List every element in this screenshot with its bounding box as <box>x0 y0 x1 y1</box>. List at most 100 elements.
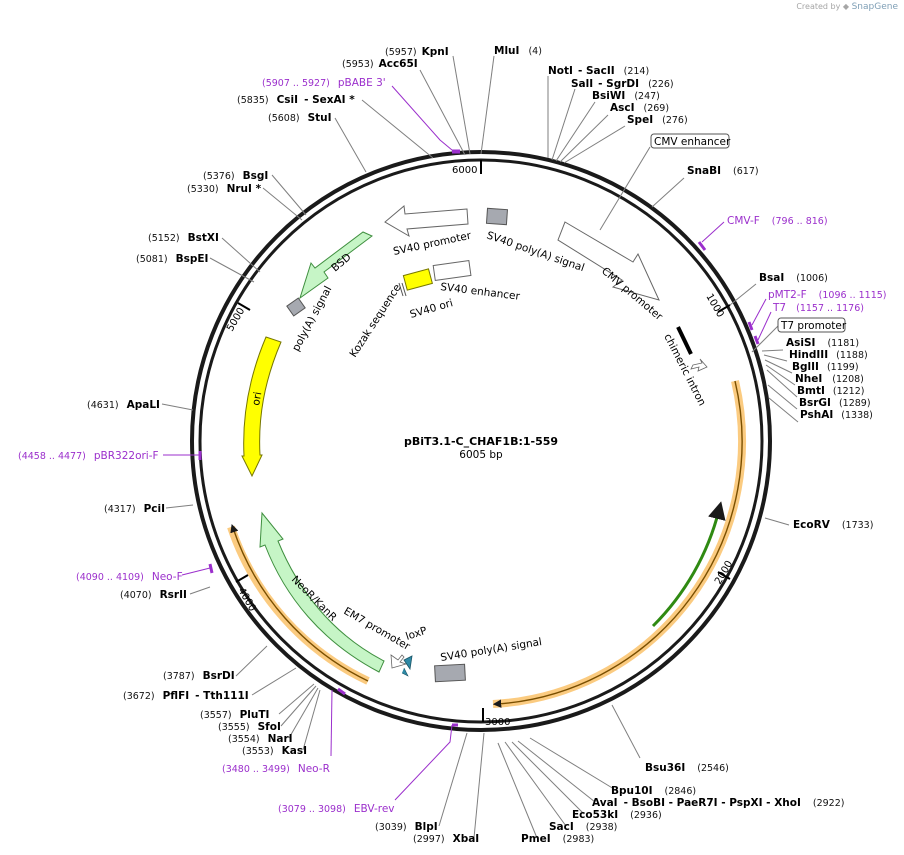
site-label: PmeI(2983) <box>521 833 594 845</box>
site-label: AvaI- BsoBI - PaeR7I - PspXI - XhoI(2922… <box>592 797 844 809</box>
sv40-enhancer-box <box>432 259 472 281</box>
site-leaders <box>161 55 799 839</box>
tick-mark <box>717 571 731 580</box>
site-label: (3554)NarI <box>228 733 293 745</box>
site-label: (5081)BspEI <box>136 253 208 265</box>
site-label: AsiSI(1181) <box>786 337 859 349</box>
tick-mark <box>237 302 251 311</box>
cmv-promoter-arrow <box>557 221 660 301</box>
feature-label-sv40-enhancer: SV40 enhancer <box>440 281 521 303</box>
t7-promoter-arrow <box>690 358 708 372</box>
primer-arrow <box>753 335 760 345</box>
site-label: (3787)BsrDI <box>163 670 235 682</box>
plasmid-name: pBiT3.1-C_CHAF1B:1-559 <box>404 435 558 448</box>
sv40-ori-box <box>402 268 433 291</box>
site-label: SpeI(276) <box>627 114 688 126</box>
site-label: (4317)PciI <box>104 503 165 515</box>
feature-label-sv40-ori: SV40 ori <box>409 297 455 321</box>
kozak-mark <box>401 282 407 297</box>
site-label: (3039)BlpI <box>375 821 438 833</box>
primer-label: pMT2-F(1096 .. 1115) <box>768 289 887 301</box>
snapgene-logo-icon: ◆ <box>842 2 850 11</box>
site-label: (3555)SfoI <box>218 721 281 733</box>
site-label: NotI- SacII(214) <box>548 65 649 77</box>
primer-label: (5907 .. 5927)pBABE 3' <box>262 77 386 89</box>
site-label: BglII(1199) <box>792 361 859 373</box>
site-label: (5953)Acc65I <box>342 58 418 70</box>
site-label: (4070)RsrII <box>120 589 187 601</box>
site-label: Bsu36I(2546) <box>645 762 729 774</box>
sv40-polya-bottom-box <box>434 663 466 683</box>
plasmid-length: 6005 bp <box>459 449 503 461</box>
restriction-sites: (5957)KpnI (5953)Acc65I MluI(4) NotI- Sa… <box>87 45 873 845</box>
site-label: HindIII(1188) <box>789 349 868 361</box>
site-label: Eco53kI(2936) <box>572 809 662 821</box>
primer-arrow <box>697 241 707 251</box>
site-label: BsiWI(247) <box>592 90 660 102</box>
primer-label: CMV-F(796 .. 816) <box>727 215 828 227</box>
feature-label-kozak: Kozak sequence <box>347 282 403 360</box>
tick-mark <box>235 574 249 583</box>
primer-label: (4090 .. 4109)Neo-F <box>76 571 183 583</box>
loxp-arrow <box>403 655 413 671</box>
callout-leader <box>751 325 779 353</box>
tick-label: 3000 <box>485 717 510 728</box>
site-label: (3553)KasI <box>242 745 307 757</box>
primer-label: (3480 .. 3499)Neo-R <box>222 763 330 775</box>
site-label: MluI(4) <box>494 45 542 57</box>
site-label: SacI(2938) <box>549 821 617 833</box>
site-label: BsrGI(1289) <box>799 397 871 409</box>
kozak-mark <box>398 282 404 297</box>
site-label: (5376)BsgI <box>203 170 268 182</box>
primer-leader <box>391 85 460 151</box>
snapgene-name: SnapGene <box>851 2 898 12</box>
primer-label: T7(1157 .. 1176) <box>772 302 864 314</box>
site-label: SnaBI(617) <box>687 165 759 177</box>
site-label: AscI(269) <box>610 102 669 114</box>
site-label: BsaI(1006) <box>759 272 828 284</box>
site-label: BmtI(1212) <box>797 385 864 397</box>
callouts: CMV enhancer T7 promoter <box>599 133 847 353</box>
site-label: PshAI(1338) <box>800 409 873 421</box>
primer-leader <box>757 311 772 341</box>
primer-leader <box>181 567 211 576</box>
feature-label-sv40-promoter: SV40 promoter <box>392 230 473 258</box>
created-by-label: Created by <box>796 2 841 11</box>
insert-arrow <box>651 501 726 628</box>
site-label: (3557)PluTI <box>200 709 269 721</box>
primer-leader <box>751 298 767 326</box>
callout-t7-promoter: T7 promoter <box>780 320 847 332</box>
primer-label: (4458 .. 4477)pBR322ori-F <box>18 450 159 462</box>
chimeric-intron-bar <box>676 326 693 355</box>
site-label: (5330)NruI * <box>187 183 262 195</box>
primer-leader <box>330 689 333 757</box>
polya-signal-box <box>286 297 306 317</box>
site-label: (3672)PflFI- Tth111I <box>123 690 249 702</box>
sv40-promoter-arrow <box>384 205 469 238</box>
tick-mark <box>717 304 731 313</box>
primer-leader <box>394 724 453 801</box>
primers: (5907 .. 5927)pBABE 3' CMV-F(796 .. 816)… <box>18 77 887 815</box>
ori-arrow <box>241 336 282 478</box>
site-label: (2997)XbaI <box>413 833 479 845</box>
em7-promoter-arrow <box>390 654 408 669</box>
callout-box <box>777 317 846 333</box>
site-label: EcoRV(1733) <box>793 519 873 531</box>
feature-label-loxp: loxP <box>404 625 428 643</box>
callout-leader <box>599 146 651 231</box>
primer-label: (3079 .. 3098)EBV-rev <box>278 803 395 815</box>
primer-arrow <box>747 321 754 331</box>
site-label: (5835)CsiI- SexAI * <box>237 94 355 106</box>
site-label: NheI(1208) <box>795 373 864 385</box>
primer-arrow <box>337 687 346 696</box>
callout-box <box>650 133 730 149</box>
site-label: (5957)KpnI <box>385 46 449 58</box>
site-label: (4631)ApaLI <box>87 399 160 411</box>
primer-arrow <box>208 563 214 574</box>
primer-leader <box>701 221 725 243</box>
site-label: SalI- SgrDI(226) <box>571 78 674 90</box>
callout-cmv-enhancer: CMV enhancer <box>654 136 731 148</box>
feature-label-sv40-polya-bottom: SV40 poly(A) signal <box>440 636 543 664</box>
tick-label: 6000 <box>452 165 477 176</box>
